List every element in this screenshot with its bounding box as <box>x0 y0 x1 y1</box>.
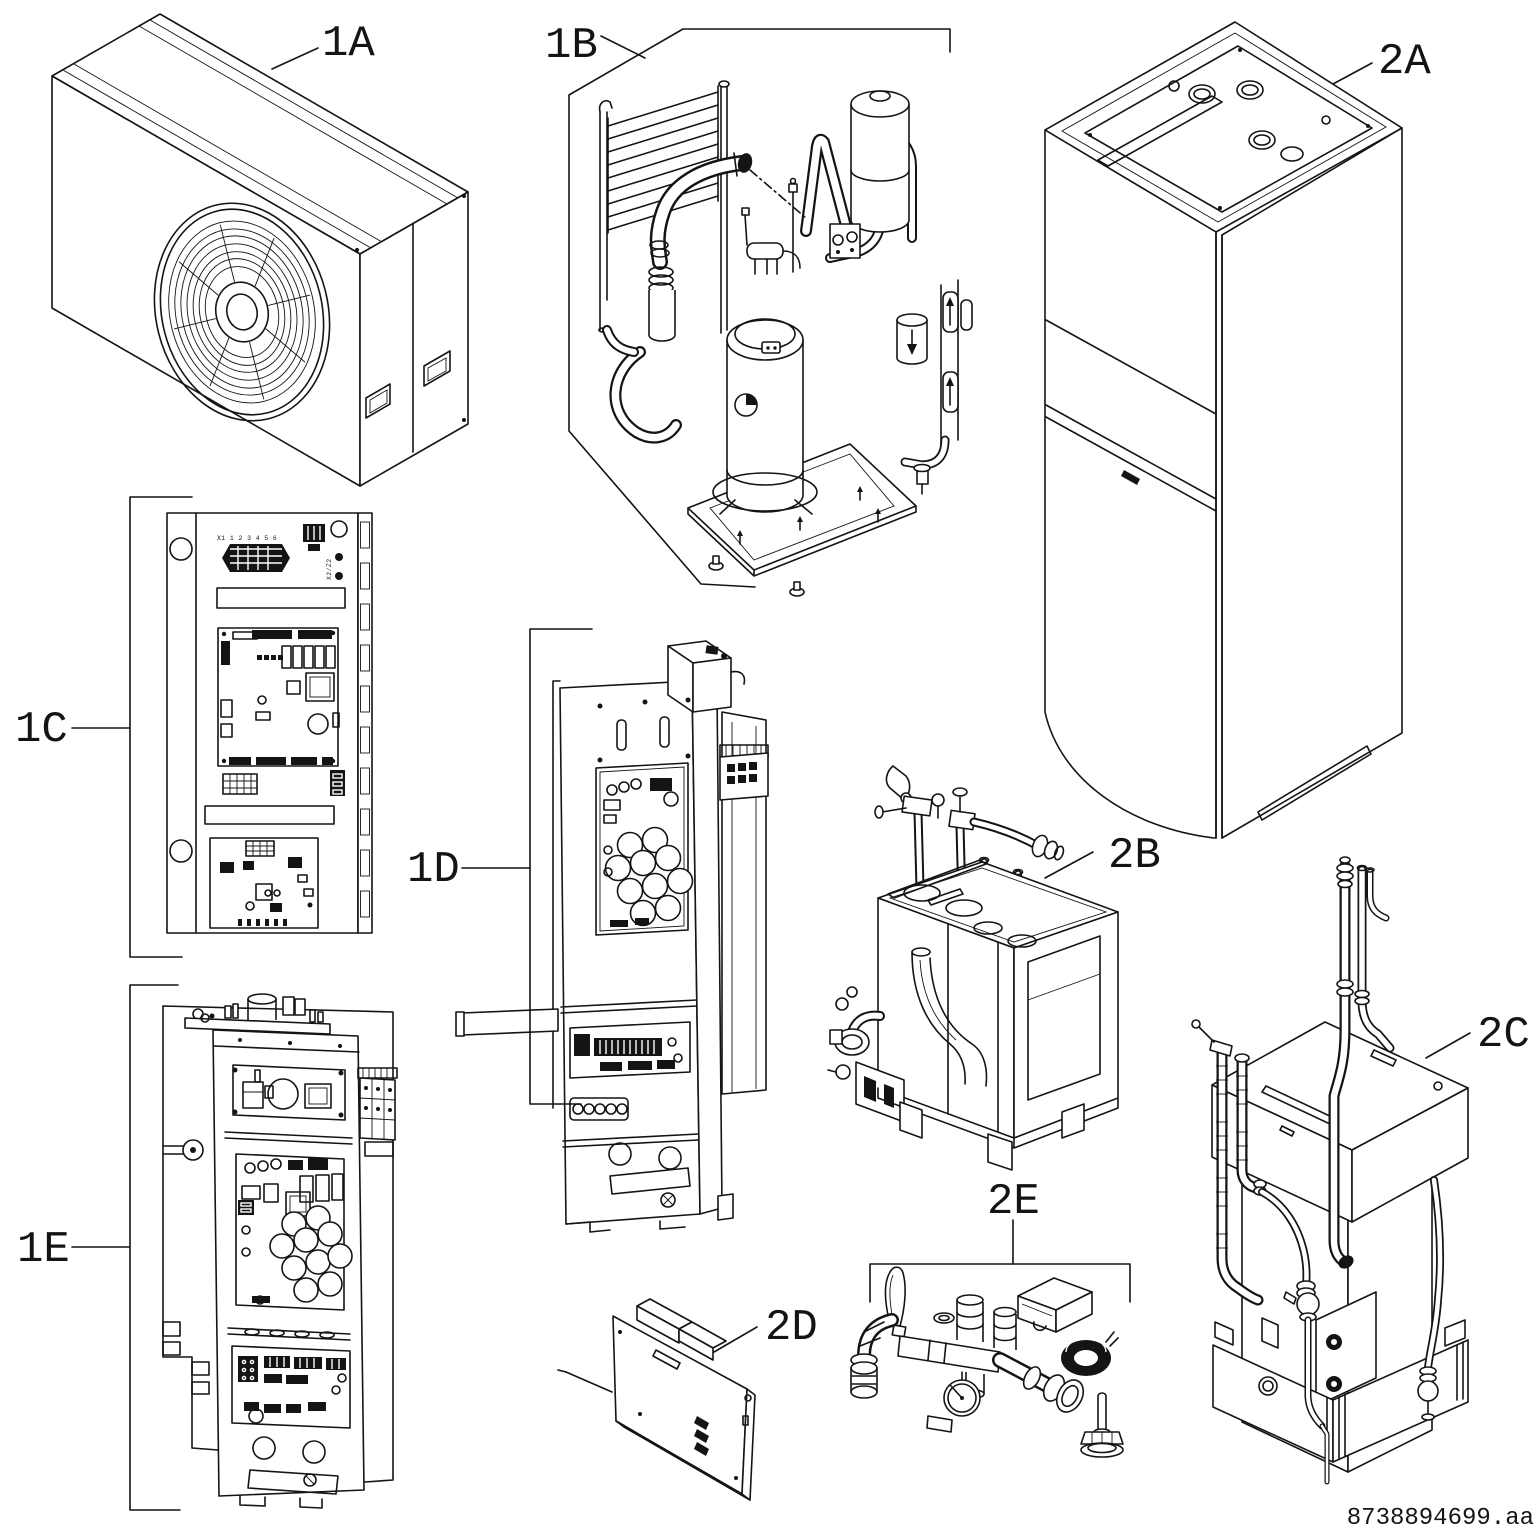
terminal-box <box>667 640 746 713</box>
document-number: 8738894699.aa <box>1347 1505 1534 1532</box>
callout-1a: 1A <box>271 19 375 70</box>
callout-1d: 1D <box>407 628 593 1105</box>
lower-pcb <box>209 837 319 929</box>
valve-block <box>829 223 861 259</box>
compressor <box>712 318 818 515</box>
leader-line <box>713 1326 758 1353</box>
callout-1b: 1B <box>545 21 646 71</box>
callout-label-2d: 2D <box>765 1303 818 1353</box>
capacitors <box>604 826 694 927</box>
heat-exchanger-coil <box>598 80 730 334</box>
service-valve <box>913 463 931 495</box>
top-rail-components <box>184 993 331 1035</box>
controller-pcb <box>569 1021 691 1079</box>
controller-compartment <box>231 1345 351 1429</box>
cover-clip <box>1017 1277 1093 1333</box>
callout-2c: 2C <box>1425 1010 1530 1060</box>
pressure-gauge <box>943 1371 981 1417</box>
callout-2a: 2A <box>1332 37 1431 87</box>
board-label-x2z2: X2/Z2 <box>326 558 333 580</box>
callout-label-1b: 1B <box>545 21 598 71</box>
connector-block <box>719 744 769 801</box>
callout-label-2c: 2C <box>1477 1010 1530 1060</box>
base-plate <box>687 443 917 597</box>
callout-label-1a: 1A <box>322 19 375 69</box>
fan <box>153 202 331 422</box>
part-1d-inverter-ebox <box>455 640 769 1233</box>
part-2c-hydraulic-module <box>1191 856 1469 1482</box>
board-label-x1: X1 1 2 3 4 5 6 <box>217 535 277 542</box>
main-pcb <box>217 627 340 767</box>
inverter-pcb <box>595 762 694 936</box>
callout-1e: 1E <box>17 984 181 1511</box>
connector-x6 <box>222 773 258 795</box>
accumulator <box>850 90 910 233</box>
check-valve-rack <box>940 279 973 446</box>
drain-valve <box>1283 1280 1320 1322</box>
callout-label-1d: 1D <box>407 845 460 895</box>
callout-bracket <box>869 1263 1131 1303</box>
callout-2d: 2D <box>713 1303 818 1353</box>
connector-x2 <box>303 524 325 551</box>
part-2d-cover-panel <box>557 1298 756 1501</box>
terminal-strip <box>569 1097 629 1121</box>
assembly-boundary <box>568 28 951 588</box>
suction-accumulator <box>648 240 676 342</box>
inverter-compartment <box>235 1153 353 1311</box>
leader-line <box>271 47 319 70</box>
callout-1c: 1C <box>15 496 193 958</box>
callout-label-1e: 1E <box>17 1225 70 1275</box>
pipe-ports <box>1168 80 1331 162</box>
part-1e-inverter-ebox-full <box>162 993 398 1509</box>
callout-2e: 2E <box>869 1177 1131 1303</box>
relay-compartment <box>232 1064 346 1121</box>
safety-valve-group <box>850 1266 1085 1433</box>
part-2e-valve-kit <box>850 1266 1124 1458</box>
pump-group <box>827 986 905 1123</box>
four-way-valve <box>746 242 801 275</box>
callout-label-2a: 2A <box>1378 37 1431 87</box>
callout-label-1c: 1C <box>15 705 68 755</box>
drain-foot <box>1080 1392 1124 1458</box>
condensate-funnel <box>911 947 988 1087</box>
top-valves <box>874 765 976 831</box>
part-1a-outdoor-unit <box>51 13 469 487</box>
callout-bracket <box>129 984 181 1511</box>
callout-bracket <box>529 628 593 1105</box>
callout-2b: 2B <box>1044 831 1161 881</box>
leader-line <box>1332 62 1373 85</box>
leader-line <box>600 35 646 59</box>
part-2b-hydraulic-block <box>827 765 1119 1171</box>
capacitors <box>269 1205 353 1303</box>
part-2a-indoor-casing <box>1044 21 1403 839</box>
callout-label-2e: 2E <box>987 1177 1040 1227</box>
part-1c-control-panel: X1 1 2 3 4 5 6 X2/Z2 <box>166 512 373 934</box>
filter-drier <box>896 313 928 365</box>
callout-bracket <box>129 496 193 958</box>
terminal-x1 <box>222 544 290 572</box>
part-1b-refrigerant-assembly <box>568 28 973 597</box>
callout-label-2b: 2B <box>1108 831 1161 881</box>
terminal-block <box>357 1067 398 1157</box>
gasket-ring <box>1061 1331 1119 1376</box>
leader-line <box>1425 1032 1471 1059</box>
leader-line <box>1044 851 1094 879</box>
